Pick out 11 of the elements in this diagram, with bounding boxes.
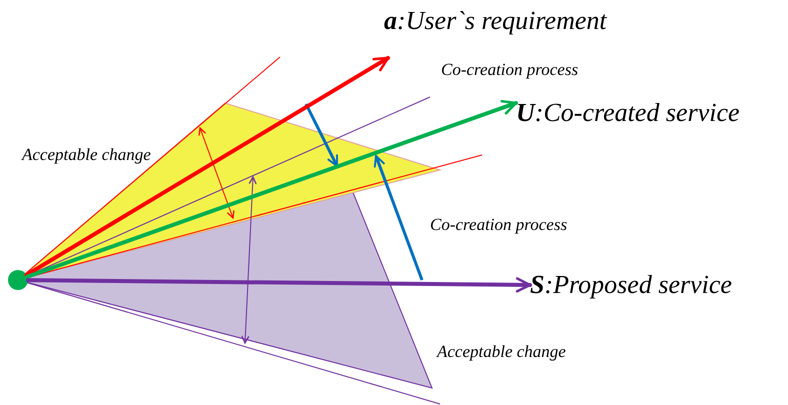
vector-label: U:Co-created service (516, 98, 740, 128)
vector-label: a:User`s requirement (384, 6, 607, 60)
annotation-text: Acceptable change (22, 145, 151, 165)
annotation-text: Co-creation process (430, 215, 568, 235)
vector-arrow (24, 56, 390, 277)
annotation-text: Co-creation process (441, 60, 578, 80)
vector-label: S:Proposed service (530, 270, 732, 300)
vector-arrow (26, 277, 532, 293)
vector-arrow (25, 100, 518, 279)
annotation-text: Acceptable change (437, 342, 566, 362)
origin-dot (8, 270, 28, 290)
